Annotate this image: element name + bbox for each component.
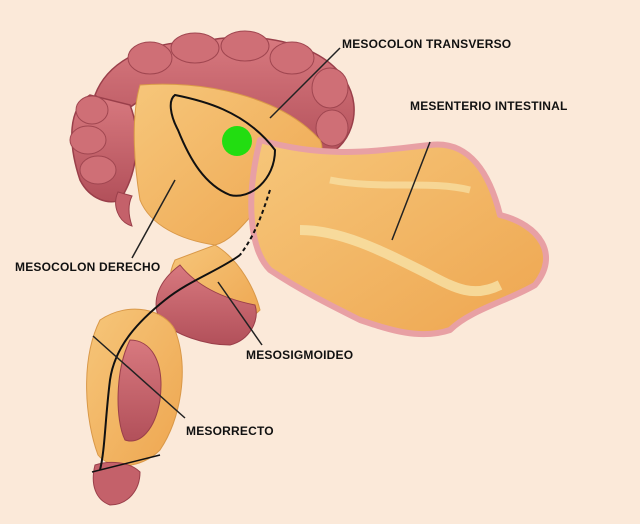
mesentery-root-outline	[169, 93, 277, 197]
leader-mesocolon-derecho	[131, 179, 176, 259]
leader-mesocolon-transverso	[269, 47, 341, 119]
sigmoid-colon	[155, 264, 257, 346]
appendix	[115, 191, 133, 227]
mesosigmoid-root	[99, 254, 241, 471]
mesentery-highlight-2	[329, 176, 471, 194]
leader-mesosigmoideo	[217, 281, 263, 346]
leader-lines	[92, 47, 431, 419]
label-mesosigmoideo: MESOSIGMOIDEO	[246, 348, 354, 362]
label-mesorrecto: MESORRECTO	[186, 424, 274, 438]
leader-mesorrecto	[92, 335, 186, 419]
green-marker	[222, 126, 252, 156]
rectal-line	[91, 454, 161, 473]
anal-canal	[92, 461, 141, 506]
mesentery-root-dashed	[239, 189, 271, 256]
small-bowel-mesentery	[248, 137, 549, 338]
haustra	[127, 30, 349, 147]
label-mesocolon-derecho: MESOCOLON DERECHO	[15, 260, 161, 274]
ascending-haustra	[69, 95, 117, 185]
label-mesocolon-transverso: MESOCOLON TRANSVERSO	[342, 37, 512, 51]
label-mesenterio-intestinal: MESENTERIO INTESTINAL	[410, 99, 568, 113]
rectum	[117, 339, 162, 442]
mesentery-highlight	[299, 225, 503, 297]
leader-mesenterio-intestinal	[391, 141, 431, 241]
